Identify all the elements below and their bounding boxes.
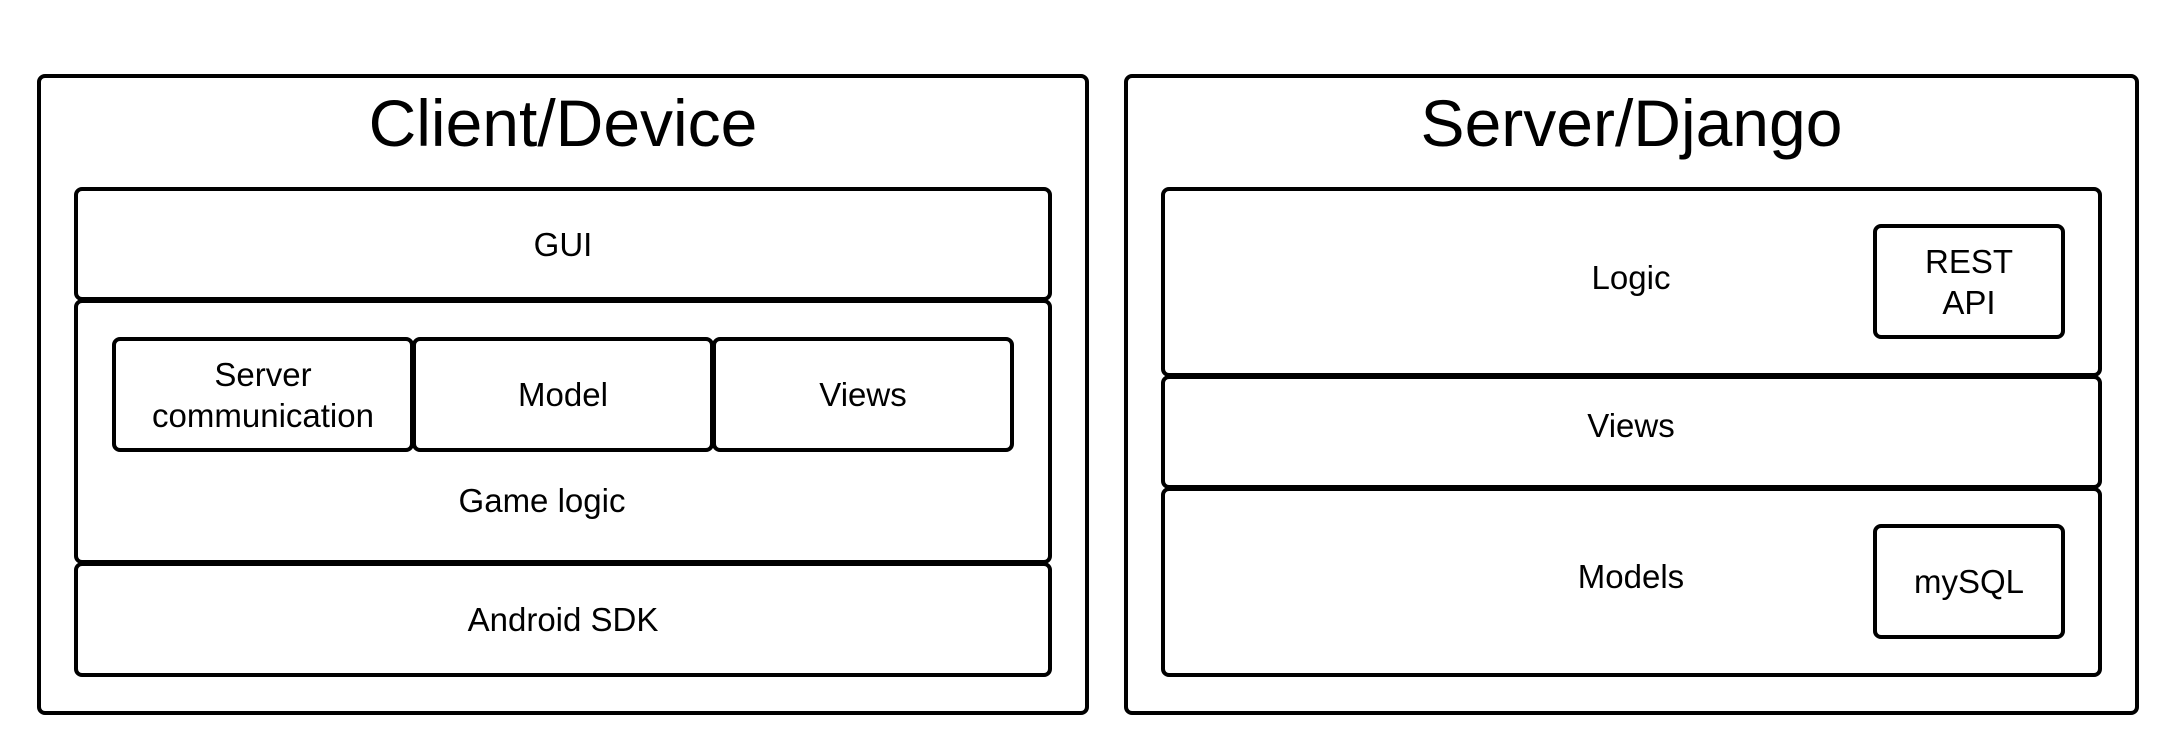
- rest-api-box: [1873, 224, 2065, 339]
- game-logic-label: Game logic: [458, 481, 626, 519]
- rest-api-label: REST API: [1924, 242, 2013, 321]
- client-views-box: [712, 337, 1014, 452]
- mysql-label: mySQL: [1913, 563, 2025, 600]
- client-device-title: Client/Device: [368, 86, 758, 160]
- server-communication-label: Server communication: [152, 355, 374, 434]
- android-sdk-label: Android SDK: [467, 601, 659, 638]
- client-views-label: Views: [819, 376, 907, 413]
- gui-layer: [74, 187, 1052, 301]
- android-sdk-layer: [74, 562, 1052, 677]
- gui-label: GUI: [533, 225, 593, 263]
- server-django-title: Server/Django: [1420, 86, 1843, 160]
- logic-label: Logic: [1591, 258, 1671, 296]
- models-label: Models: [1577, 557, 1685, 595]
- server-views-label: Views: [1587, 406, 1675, 444]
- mysql-box: [1873, 524, 2065, 639]
- model-label: Model: [518, 376, 608, 413]
- server-views-layer: [1161, 375, 2102, 489]
- model-box: [412, 337, 714, 452]
